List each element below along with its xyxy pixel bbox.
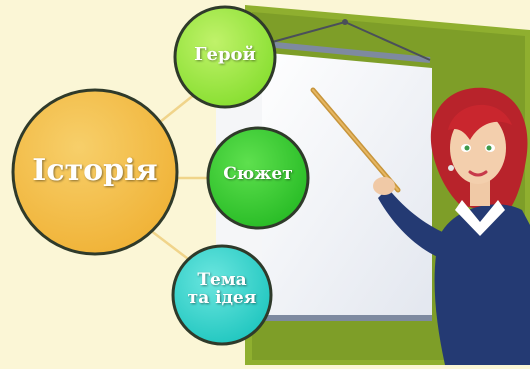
hero-node-circle — [173, 5, 277, 109]
hero-node-label: Герой — [194, 44, 256, 65]
teacher-figure-icon — [373, 87, 530, 365]
pointer-stick-icon — [310, 87, 401, 193]
plot-node-label: Сюжет — [223, 164, 293, 184]
center-node-circle — [11, 88, 179, 256]
plot-node-circle — [206, 126, 310, 230]
center-node-label: Історія — [32, 153, 158, 188]
theme-node-circle — [171, 244, 273, 346]
theme-node-label: Тема та ідея — [187, 270, 257, 308]
